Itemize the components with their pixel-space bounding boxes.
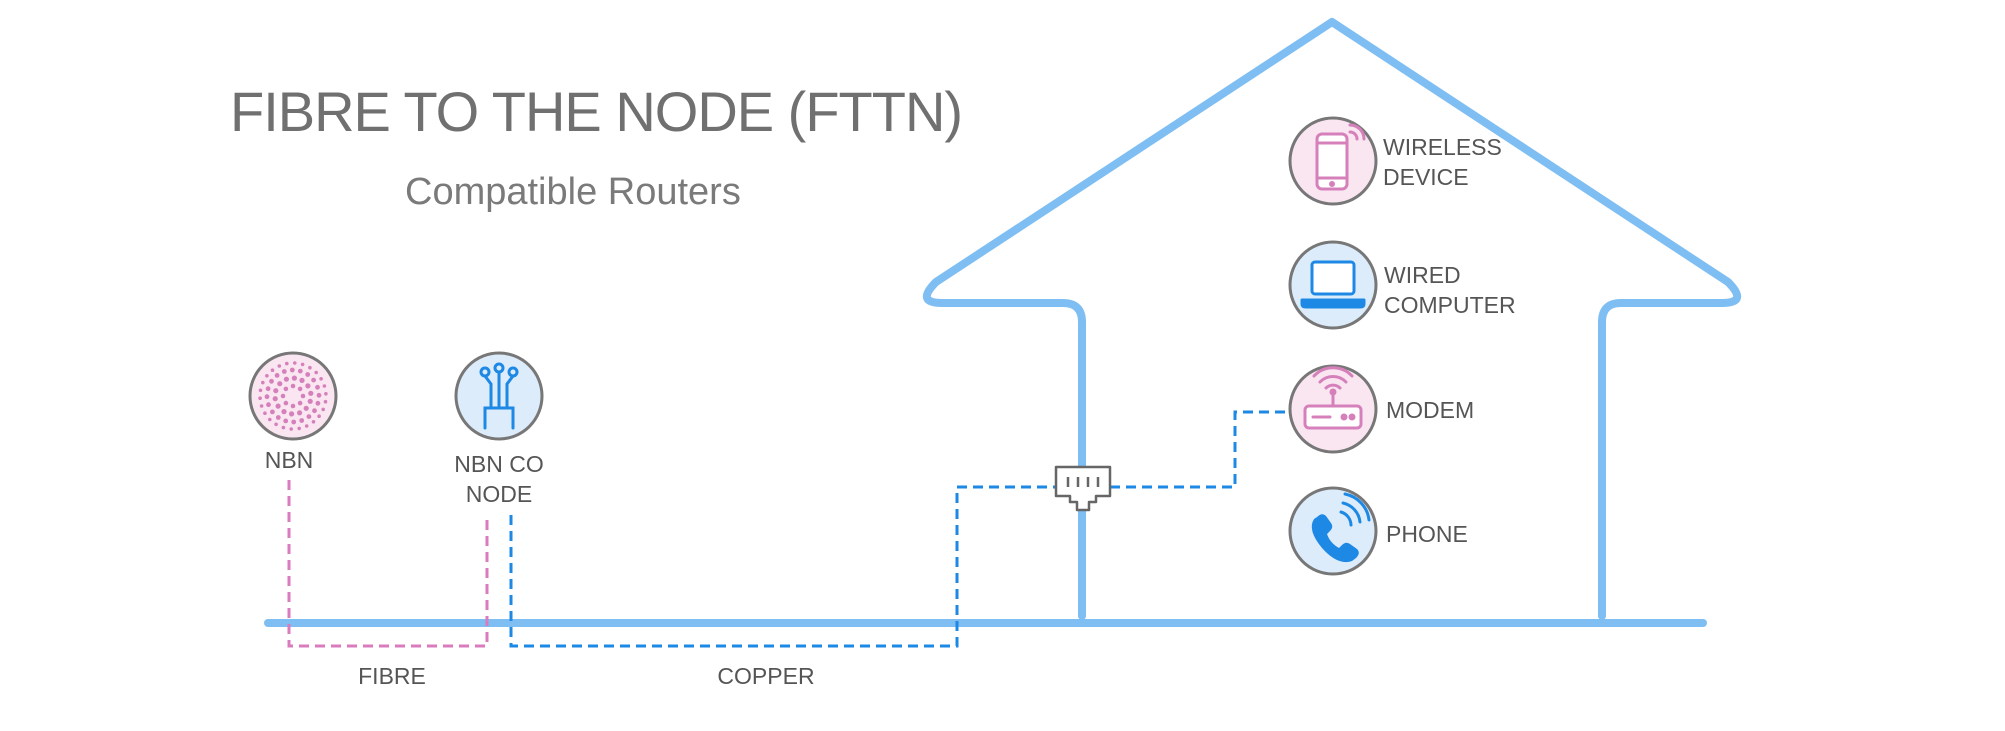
fibre-line <box>287 480 489 648</box>
fibre-burst-dot <box>321 407 326 412</box>
fibre-burst-dot <box>261 380 265 385</box>
fibre-burst-dot <box>275 403 281 409</box>
fibre-burst-dot <box>289 427 294 431</box>
fibre-burst-dot <box>297 426 302 431</box>
laptop-icon <box>1300 260 1366 309</box>
fibre-burst-dot <box>275 415 281 420</box>
fibre-burst-dot <box>299 418 305 423</box>
fibre-burst-dot <box>283 400 289 406</box>
fibre-burst-dot <box>259 404 264 408</box>
fibre-burst-dot <box>258 396 262 401</box>
fibre-burst-dot <box>281 369 287 374</box>
fibre-burst-dot <box>281 409 287 415</box>
nbn-co-node-label-2: NODE <box>466 481 532 507</box>
fibre-burst-dot <box>270 409 275 415</box>
fibre-burst-dot <box>324 392 328 396</box>
fibre-burst-dot <box>297 400 303 406</box>
wired-computer-label-2: COMPUTER <box>1384 292 1516 318</box>
fibre-burst-dot <box>314 370 319 375</box>
fibre-burst-dot <box>268 417 272 422</box>
mobile-phone-icon <box>1315 123 1366 191</box>
fibre-burst-dot <box>290 383 296 389</box>
fibre-burst-dot <box>297 368 303 374</box>
wall-socket-icon <box>1054 465 1112 512</box>
fibre-burst-dot <box>258 388 263 393</box>
fibre-burst-dot <box>277 381 283 387</box>
fibre-burst-dot <box>270 368 275 373</box>
fibre-burst-dot <box>304 424 309 428</box>
telephone-icon <box>1311 492 1371 563</box>
fibre-burst-dot <box>283 386 289 392</box>
fibre-burst-dot <box>305 383 311 389</box>
fibre-burst-dot <box>308 390 314 396</box>
fibre-burst-dot <box>312 408 317 414</box>
copper-line <box>509 485 1056 648</box>
house-outline <box>264 18 1741 627</box>
fibre-burst-dot <box>290 403 296 409</box>
fibre-burst-dot <box>277 364 282 368</box>
fibre-burst-dot <box>317 414 321 419</box>
fibre-burst-dot <box>289 367 295 373</box>
fibre-burst-dot <box>293 361 297 365</box>
fibre-burst-dot <box>319 377 323 381</box>
fibre-burst-dot <box>283 418 289 424</box>
fibre-burst-dot <box>285 361 289 366</box>
fibre-burst-dot <box>289 411 295 417</box>
phone-label: PHONE <box>1386 521 1468 547</box>
fibre-burst-dot <box>297 410 303 416</box>
wireless-device-label-2: DEVICE <box>1383 164 1469 190</box>
fibre-burst-dot <box>323 399 328 404</box>
fibre-burst-dot <box>274 422 278 427</box>
fibre-burst-icon <box>258 361 328 431</box>
fibre-burst-dot <box>283 376 289 382</box>
modem-icon <box>1303 366 1363 430</box>
fibre-burst-dot <box>316 392 322 398</box>
nbn-co-node-label-1: NBN CO <box>454 451 543 477</box>
fibre-burst-dot <box>274 373 280 378</box>
fibre-burst-dot <box>281 425 286 430</box>
nbn-label: NBN <box>265 447 314 473</box>
fibre-burst-dot <box>322 384 327 388</box>
fibre-burst-dot <box>311 420 316 424</box>
modem-label: MODEM <box>1386 397 1474 423</box>
fibre-burst-dot <box>306 414 312 419</box>
fibre-burst-dot <box>299 377 305 383</box>
fibre-burst-dot <box>311 377 316 383</box>
fibre-burst-dot <box>264 394 270 400</box>
fibre-burst-dot <box>272 396 278 402</box>
fibre-burst-dot <box>300 362 305 367</box>
wired-computer-node: WIRED COMPUTER <box>1288 240 1516 330</box>
fibre-burst-dot <box>308 365 312 370</box>
modem-node: MODEM <box>1288 364 1474 454</box>
fibre-burst-dot <box>280 393 286 399</box>
fibre-label: FIBRE <box>358 663 426 689</box>
fibre-burst-dot <box>305 372 311 377</box>
fibre-burst-dot <box>269 378 274 384</box>
fibre-burst-dot <box>265 374 269 378</box>
nbn-co-node: NBN CO NODE <box>454 351 544 507</box>
nbn-node: NBN <box>248 351 338 473</box>
wireless-device-label-1: WIRELESS <box>1383 134 1502 160</box>
fibre-burst-dot <box>315 400 321 406</box>
fibre-cable-icon <box>479 362 519 430</box>
fibre-burst-dot <box>300 393 306 399</box>
fibre-burst-dot <box>265 386 271 392</box>
fibre-burst-dot <box>315 384 320 390</box>
fibre-burst-dot <box>273 388 279 394</box>
wired-computer-label-1: WIRED <box>1384 262 1461 288</box>
fibre-burst-dot <box>263 411 267 416</box>
fibre-burst-dot <box>291 419 297 425</box>
fibre-burst-dot <box>297 386 303 392</box>
fibre-burst-dot <box>266 402 271 408</box>
diagram-title: FIBRE TO THE NODE (FTTN) <box>230 80 962 143</box>
wireless-device-node: WIRELESS DEVICE <box>1288 116 1502 206</box>
fibre-burst-dot <box>307 398 313 404</box>
copper-label: COPPER <box>717 663 814 689</box>
diagram-subtitle: Compatible Routers <box>405 171 741 213</box>
fibre-burst-dot <box>303 405 309 411</box>
phone-node: PHONE <box>1288 486 1468 576</box>
socket-to-modem-line <box>1110 410 1293 489</box>
fibre-burst-dot <box>291 375 297 381</box>
